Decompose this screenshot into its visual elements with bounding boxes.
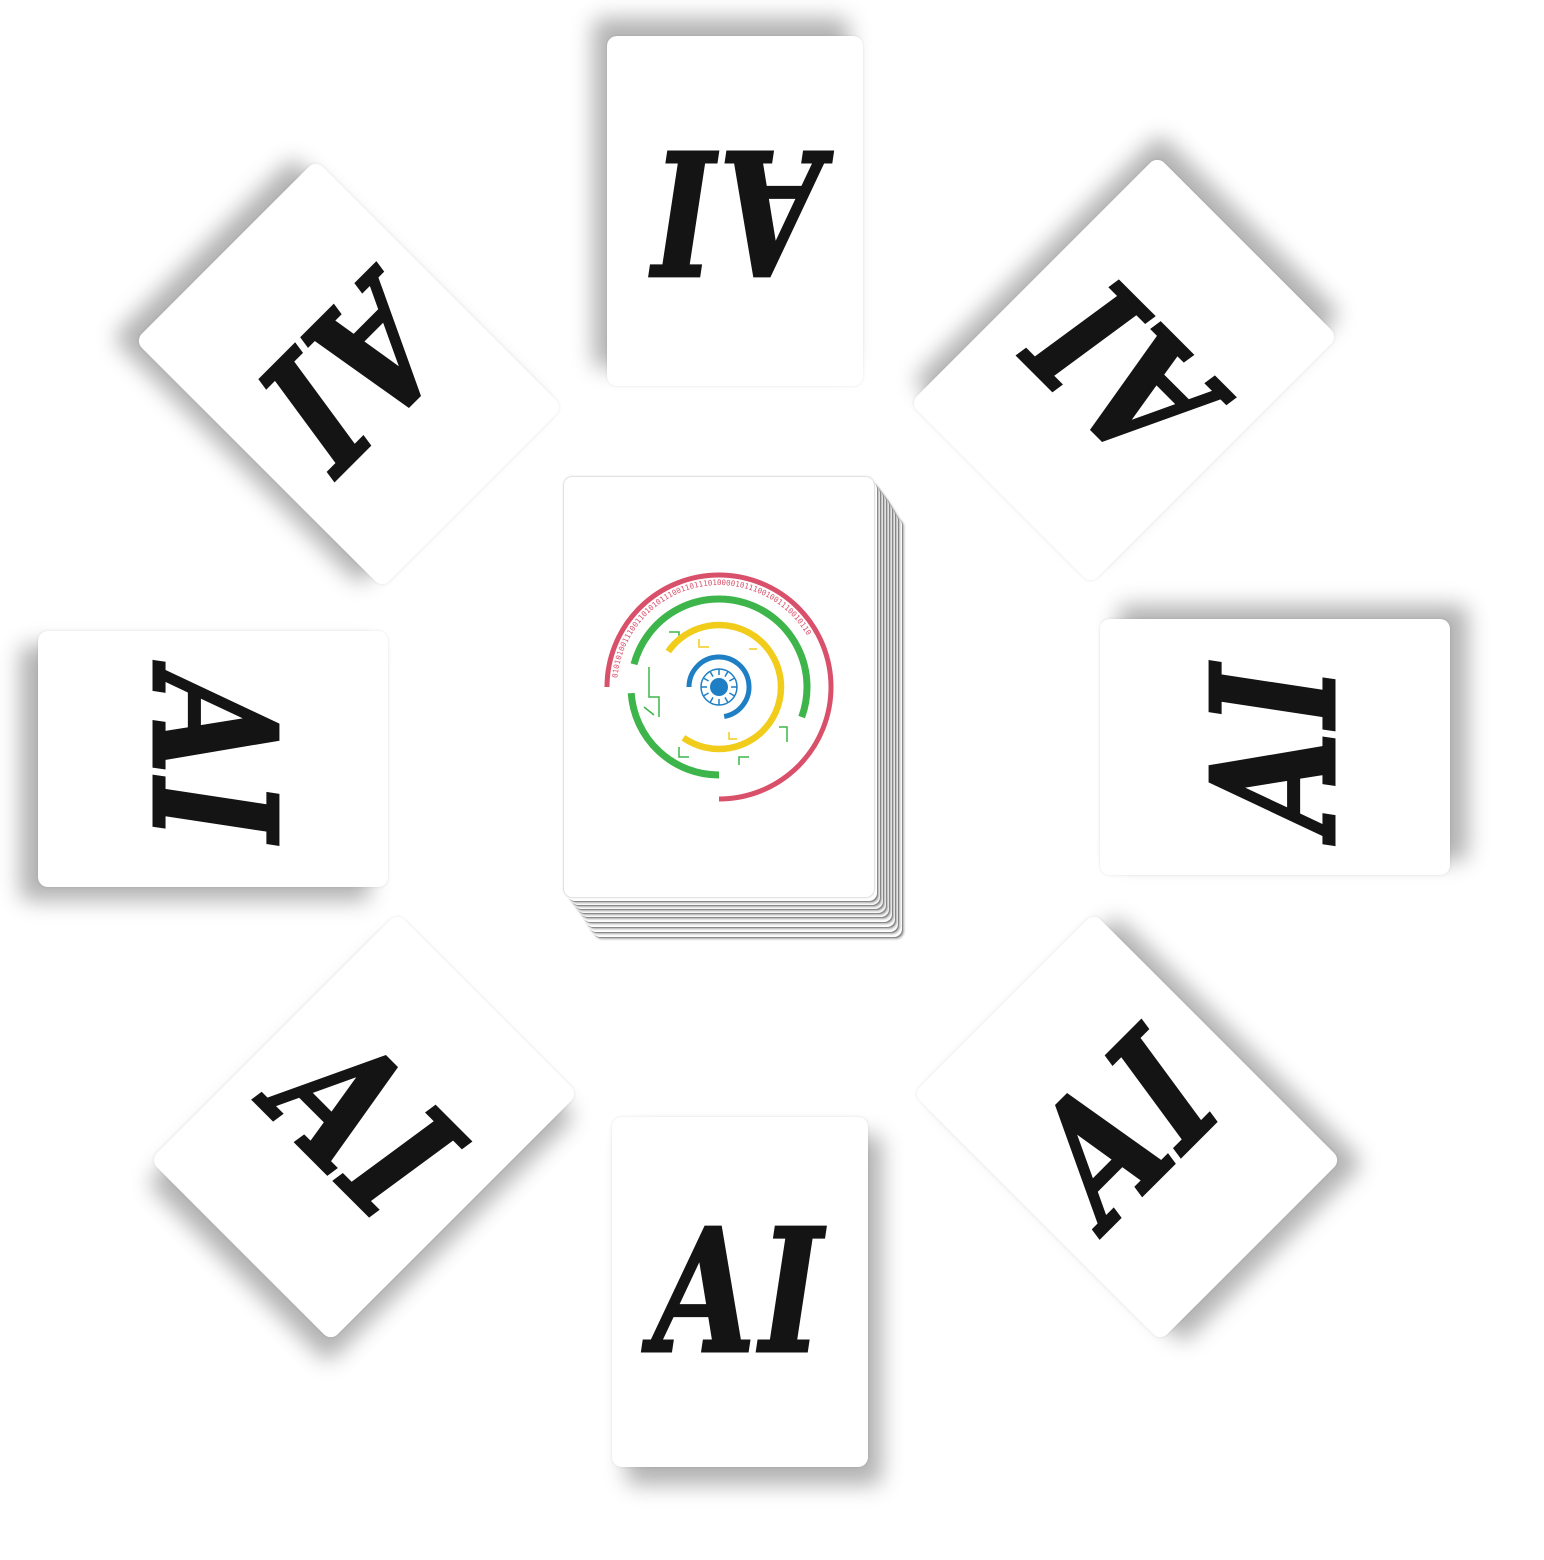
logo-circuit-trace	[648, 667, 660, 717]
logo-circuit-trace	[728, 732, 737, 740]
card-left[interactable]: AI	[38, 631, 388, 887]
card-deck[interactable]: 0101010011100110101011100110111010000101…	[564, 477, 902, 937]
card-label: AI	[215, 240, 482, 507]
card-label: AI	[990, 236, 1257, 503]
deck-top-card[interactable]: 0101010011100110101011100110111010000101…	[564, 477, 874, 897]
card-top-right[interactable]: AI	[909, 155, 1339, 585]
logo-circuit-trace	[779, 726, 788, 742]
card-label: AI	[230, 993, 497, 1260]
circular-circuit-logo-icon: 0101010011100110101011100110111010000101…	[599, 567, 839, 807]
logo-tick	[709, 671, 714, 677]
card-bottom[interactable]: AI	[612, 1117, 868, 1467]
logo-tick	[724, 697, 729, 703]
logo-circuit-trace	[698, 639, 709, 648]
card-label: AI	[647, 110, 824, 313]
logo-tick	[729, 677, 735, 682]
logo-tick	[729, 692, 735, 697]
card-label: AI	[112, 671, 315, 848]
card-bottom-left[interactable]: AI	[149, 912, 579, 1342]
card-label: AI	[1174, 659, 1377, 836]
card-label: AI	[652, 1192, 828, 1392]
card-right[interactable]: AI	[1100, 619, 1450, 875]
logo-circuit-trace	[738, 756, 749, 765]
logo-tick	[703, 677, 709, 682]
card-bottom-right[interactable]: AI	[912, 912, 1342, 1342]
logo-tick	[709, 697, 714, 703]
card-top[interactable]: AI	[607, 36, 863, 386]
logo-circuit-trace	[643, 706, 655, 716]
card-label: AI	[993, 993, 1260, 1260]
card-top-left[interactable]: AI	[134, 159, 564, 589]
logo-circuit-trace	[678, 747, 689, 758]
logo-tick	[703, 692, 709, 697]
logo-tick	[724, 671, 729, 677]
